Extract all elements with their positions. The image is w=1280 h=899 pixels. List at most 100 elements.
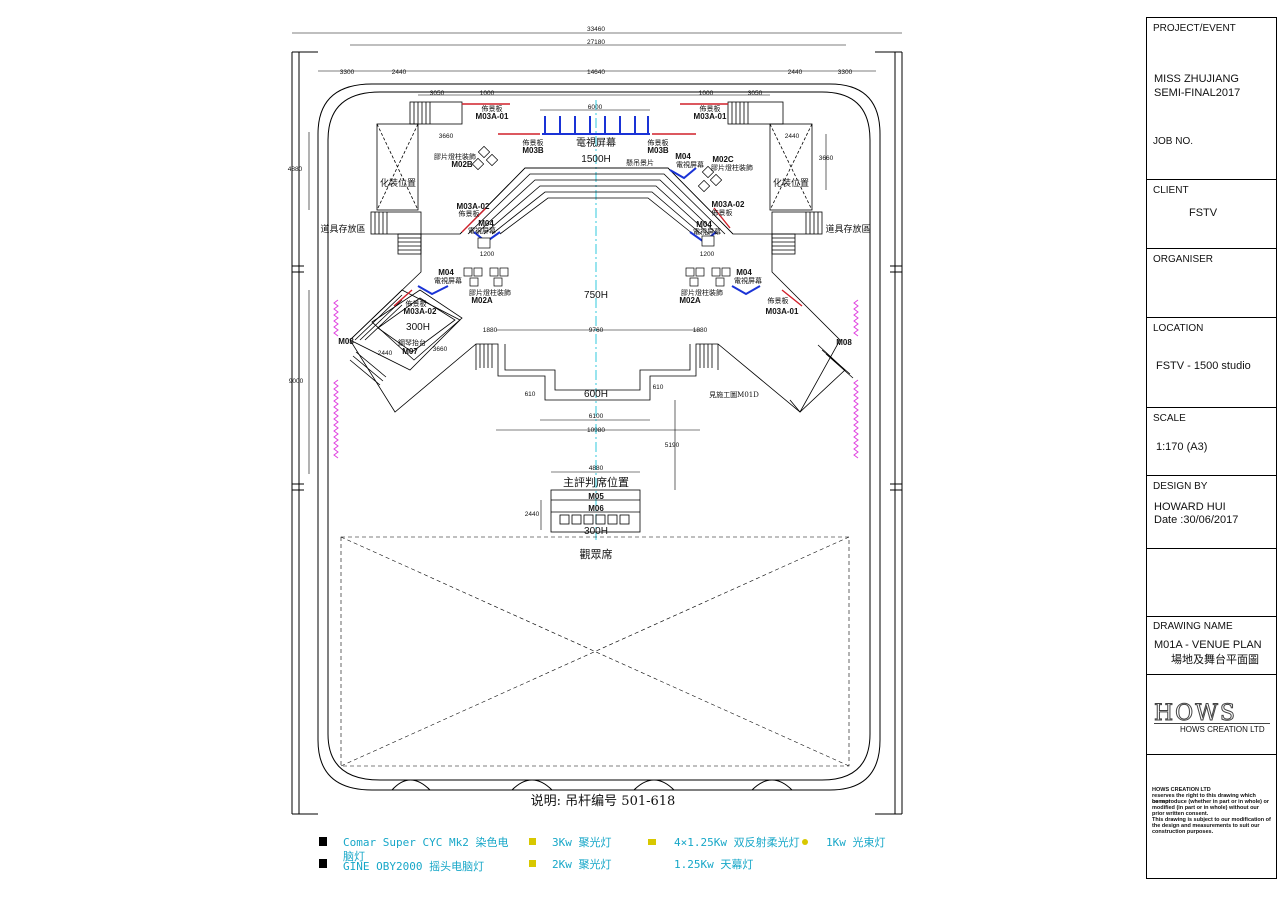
- svg-text:M06: M06: [588, 504, 604, 513]
- svg-text:膠片燈柱裝飾: 膠片燈柱裝飾: [711, 163, 753, 172]
- drawing-value: M01A - VENUE PLAN: [1154, 639, 1262, 651]
- svg-text:14640: 14640: [587, 69, 605, 76]
- svg-text:Comar Super CYC Mk2 染色电: Comar Super CYC Mk2 染色电: [343, 835, 508, 849]
- location-value: FSTV - 1500 studio: [1156, 360, 1251, 372]
- svg-text:1880: 1880: [693, 327, 708, 334]
- svg-text:6100: 6100: [589, 413, 604, 420]
- svg-text:膠片燈柱裝飾: 膠片燈柱裝飾: [434, 152, 476, 161]
- notice-line-6: the design and measurements to suit our: [1152, 823, 1260, 829]
- svg-text:M03A-01: M03A-01: [694, 112, 727, 121]
- svg-text:電視屏幕: 電視屏幕: [468, 226, 496, 235]
- svg-text:4880: 4880: [288, 166, 303, 173]
- svg-text:4×1.25Kw 双反射柔光灯: 4×1.25Kw 双反射柔光灯: [674, 835, 800, 849]
- project-cell: PROJECT/EVENT MISS ZHUJIANG SEMI-FINAL20…: [1147, 18, 1276, 180]
- organiser-label: ORGANISER: [1153, 254, 1214, 265]
- svg-text:M03A-01: M03A-01: [766, 307, 799, 316]
- svg-text:M04: M04: [675, 152, 691, 161]
- drawing-label: DRAWING NAME: [1153, 621, 1233, 632]
- svg-text:膠片燈柱裝飾: 膠片燈柱裝飾: [469, 288, 511, 297]
- project-value-2: SEMI-FINAL2017: [1154, 87, 1241, 99]
- svg-text:膠片燈柱裝飾: 膠片燈柱裝飾: [681, 288, 723, 297]
- svg-text:電視屏幕: 電視屏幕: [434, 276, 462, 285]
- svg-text:M05: M05: [588, 492, 604, 501]
- svg-text:佈景板: 佈景板: [712, 208, 733, 217]
- svg-text:脑灯: 脑灯: [343, 850, 365, 863]
- svg-text:見施工圖M01D: 見施工圖M01D: [709, 390, 759, 399]
- soft-light-icon: [648, 839, 656, 845]
- svg-text:750H: 750H: [584, 290, 608, 301]
- svg-text:M03A-02: M03A-02: [457, 202, 490, 211]
- svg-text:懸吊景片: 懸吊景片: [626, 158, 654, 167]
- svg-text:1000: 1000: [699, 90, 714, 97]
- scale-cell: SCALE 1:170 (A3): [1147, 408, 1276, 476]
- notice-title: HOWS CREATION LTD: [1152, 787, 1211, 793]
- svg-text:GINE OBY2000 摇头电脑灯: GINE OBY2000 摇头电脑灯: [343, 859, 484, 873]
- svg-text:化裝位置: 化裝位置: [380, 177, 416, 189]
- svg-text:2440: 2440: [788, 69, 803, 76]
- design-cell: DESIGN BY HOWARD HUI Date :30/06/2017: [1147, 476, 1276, 549]
- svg-text:3660: 3660: [433, 346, 448, 353]
- design-value: HOWARD HUI: [1154, 501, 1226, 513]
- svg-text:2440: 2440: [378, 350, 393, 357]
- design-label: DESIGN BY: [1153, 481, 1208, 492]
- svg-text:佈景板: 佈景板: [768, 296, 789, 305]
- svg-text:3Kw 聚光灯: 3Kw 聚光灯: [552, 835, 612, 849]
- logo-cell: HOWS HOWS CREATION LTD: [1147, 675, 1276, 755]
- top-dimensions: [292, 32, 902, 530]
- svg-text:1500H: 1500H: [581, 154, 610, 165]
- drawing-cell: DRAWING NAME M01A - VENUE PLAN 場地及舞台平面圖: [1147, 617, 1276, 675]
- client-value: FSTV: [1189, 207, 1218, 219]
- svg-text:M04: M04: [438, 268, 454, 277]
- svg-text:鋼琴抬台: 鋼琴抬台: [398, 338, 426, 347]
- svg-text:1880: 1880: [483, 327, 498, 334]
- notice-line-2: be reproduce (whether in part or in whol…: [1152, 799, 1270, 805]
- lighting-legend: Comar Super CYC Mk2 染色电 脑灯 GINE OBY2000 …: [319, 835, 886, 873]
- svg-text:3660: 3660: [819, 155, 834, 162]
- svg-text:電視屏幕: 電視屏幕: [734, 276, 762, 285]
- beam-light-icon: [319, 859, 327, 868]
- notice-line-5: This drawing is subject to our modificat…: [1152, 817, 1271, 823]
- drawing-value-cn: 場地及舞台平面圖: [1171, 653, 1259, 666]
- date-value: Date :30/06/2017: [1154, 514, 1239, 526]
- svg-text:M02A: M02A: [471, 296, 493, 305]
- side-markers: [333, 299, 859, 459]
- svg-text:1200: 1200: [480, 251, 495, 258]
- svg-text:M08: M08: [836, 338, 852, 347]
- svg-text:佈景板: 佈景板: [523, 138, 544, 147]
- svg-text:M04: M04: [696, 220, 712, 229]
- client-cell: CLIENT FSTV: [1147, 180, 1276, 249]
- svg-text:主評判席位置: 主評判席位置: [563, 475, 629, 489]
- svg-text:佈景板: 佈景板: [482, 104, 503, 113]
- logo-rule: [1154, 723, 1270, 724]
- location-cell: LOCATION FSTV - 1500 studio: [1147, 318, 1276, 408]
- scale-label: SCALE: [1153, 413, 1186, 424]
- studio-walls: [291, 51, 903, 815]
- notice-line-3: modified (in part or in whole) without o…: [1152, 805, 1259, 811]
- svg-text:610: 610: [525, 391, 536, 398]
- svg-text:1200: 1200: [700, 251, 715, 258]
- notice-line-7: construction purposes.: [1152, 829, 1214, 835]
- svg-text:300H: 300H: [406, 322, 430, 333]
- svg-text:1.25Kw 天幕灯: 1.25Kw 天幕灯: [674, 857, 753, 871]
- title-block: PROJECT/EVENT MISS ZHUJIANG SEMI-FINAL20…: [1146, 17, 1277, 879]
- moving-light-icon: [319, 837, 327, 846]
- svg-text:佈景板: 佈景板: [459, 209, 480, 218]
- svg-text:3300: 3300: [838, 69, 853, 76]
- spotlight-2kw-icon: [529, 860, 536, 867]
- svg-text:1Kw 光束灯: 1Kw 光束灯: [826, 835, 886, 849]
- prop-boards: [393, 103, 803, 307]
- svg-text:33460: 33460: [587, 26, 605, 33]
- svg-text:3050: 3050: [430, 90, 445, 97]
- svg-text:3050: 3050: [748, 90, 763, 97]
- light-pillars: [463, 145, 731, 287]
- svg-text:610: 610: [653, 384, 664, 391]
- spotlight-3kw-icon: [529, 838, 536, 845]
- project-label: PROJECT/EVENT: [1153, 23, 1236, 34]
- svg-text:佈景板: 佈景板: [648, 138, 669, 147]
- scale-value: 1:170 (A3): [1156, 441, 1208, 453]
- company-name: HOWS CREATION LTD: [1180, 725, 1265, 734]
- svg-text:说明: 吊杆编号 501-618: 说明: 吊杆编号 501-618: [531, 794, 676, 809]
- svg-text:M03A-02: M03A-02: [404, 307, 437, 316]
- svg-text:9000: 9000: [289, 378, 304, 385]
- svg-text:M08: M08: [338, 337, 354, 346]
